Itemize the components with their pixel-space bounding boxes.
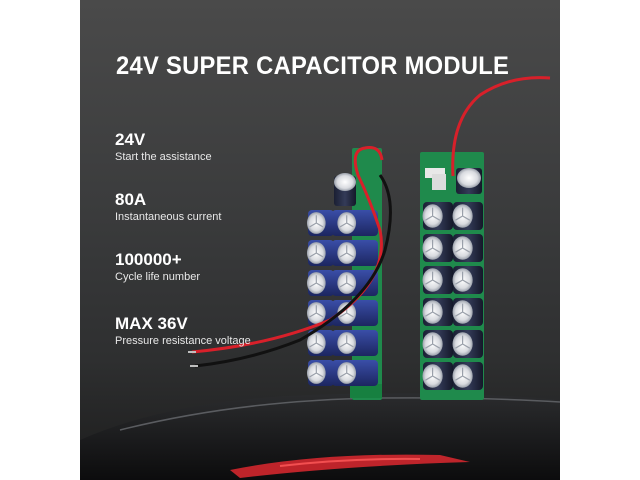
left-capacitor-a	[306, 210, 334, 236]
banner-title: 24V SUPER CAPACITOR MODULE	[116, 52, 510, 80]
left-capacitor-b	[332, 360, 378, 386]
spec-current-value: 80A	[115, 190, 147, 209]
right-capacitor-a	[422, 298, 453, 326]
product-illustration	[80, 76, 560, 480]
spec-max-voltage: MAX 36V Pressure resistance voltage	[115, 314, 251, 348]
left-capacitor-b	[332, 240, 378, 266]
left-capacitor-b	[332, 330, 378, 356]
right-top-capacitor	[456, 168, 482, 194]
right-capacitor-a	[422, 330, 453, 358]
right-capacitor-b	[452, 362, 483, 390]
spec-voltage: 24V Start the assistance	[115, 130, 212, 164]
spec-voltage-label: Start the assistance	[115, 151, 212, 163]
spec-cycle-life: 100000+ Cycle life number	[115, 250, 200, 284]
black-wire-left	[194, 174, 392, 368]
spec-max-voltage-value: MAX 36V	[115, 314, 188, 333]
left-capacitor-b	[332, 300, 378, 326]
red-wire-right	[451, 76, 551, 177]
left-capacitor-b	[332, 270, 378, 296]
taillight-icon	[230, 454, 470, 478]
left-capacitor-a	[306, 330, 334, 356]
left-capacitor-board	[306, 148, 382, 400]
left-capacitor-b	[332, 210, 378, 236]
product-banner: 24V SUPER CAPACITOR MODULE 24V Start the…	[80, 0, 560, 480]
left-top-capacitor	[334, 173, 356, 206]
right-capacitor-b	[452, 234, 483, 262]
spec-max-voltage-label: Pressure resistance voltage	[115, 335, 251, 347]
spec-cycle-life-value: 100000+	[115, 250, 182, 269]
right-capacitor-a	[422, 234, 453, 262]
spec-current-label: Instantaneous current	[115, 211, 222, 223]
right-capacitor-a	[422, 202, 453, 230]
left-capacitor-a	[306, 240, 334, 266]
right-capacitor-b	[452, 202, 483, 230]
right-capacitor-a	[422, 362, 453, 390]
right-capacitor-b	[452, 266, 483, 294]
right-capacitor-b	[452, 298, 483, 326]
right-capacitor-board	[420, 152, 484, 400]
spec-voltage-value: 24V	[115, 130, 146, 149]
spec-current: 80A Instantaneous current	[115, 190, 221, 224]
left-capacitor-a	[306, 360, 334, 386]
left-capacitor-a	[306, 270, 334, 296]
spec-cycle-life-label: Cycle life number	[115, 271, 200, 283]
right-capacitor-a	[422, 266, 453, 294]
red-wire-left	[191, 146, 384, 354]
right-capacitor-b	[452, 330, 483, 358]
